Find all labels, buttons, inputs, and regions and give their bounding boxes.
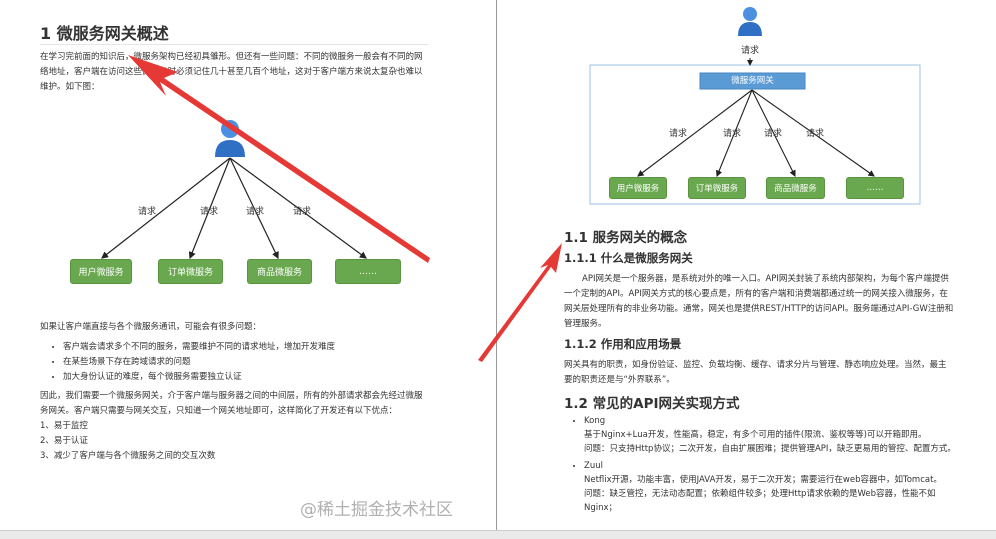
watermark: @稀土掘金技术社区 [300,500,453,520]
service-box: 订单微服务 [158,259,223,284]
right-page: 请求 微服务网关 请求 请求 请求 请求 用户微服务 订单微服务 商品微服务 …… [498,0,996,530]
subsection-heading: 1.1.2 作用和应用场景 [564,337,682,351]
section-heading: 1.1 服务网关的概念 [564,230,688,246]
request-label: 请求 [806,129,825,139]
gateway-box: 微服务网关 [731,76,774,86]
service-box: 用户微服务 [609,177,667,199]
divider [40,44,428,45]
list-item: 2、易于认证 [40,436,88,446]
implementations-list: Kong 基于Nginx+Lua开发，性能高，稳定，有多个可用的插件(限流、鉴权… [566,414,956,515]
impl-name: Kong [584,416,606,426]
impl-desc: Netflix开源，功能丰富，使用JAVA开发，易于二次开发；需要运行在web容… [584,475,942,485]
request-label: 请求 [741,46,760,56]
bottom-toolbar [0,530,996,539]
request-label: 请求 [138,207,157,217]
impl-desc: 基于Nginx+Lua开发，性能高，稳定，有多个可用的插件(限流、鉴权等等)可以… [584,430,927,440]
impl-name: Zuul [584,461,603,471]
request-label: 请求 [764,129,783,139]
impl-issue: 问题：只支持Http协议；二次开发，自由扩展困难；提供管理API，缺乏更易用的管… [584,444,956,454]
page-title: 1 微服务网关概述 [40,24,169,43]
scenario-paragraph: 网关具有的职责，如身份验证、监控、负载均衡、缓存、请求分片与管理、静态响应处理。… [564,360,947,385]
list-item: 客户端会请求多个不同的服务，需要维护不同的请求地址，增加开发难度 [63,340,335,355]
list-item: 3、减少了客户端与各个微服务之间的交互次数 [40,451,216,461]
section-heading: 1.2 常见的API网关实现方式 [564,396,740,412]
left-diagram-lines [101,120,367,260]
service-box: 订单微服务 [688,177,746,199]
request-label: 请求 [723,129,742,139]
problems-list: 客户端会请求多个不同的服务，需要维护不同的请求地址，增加开发难度 在某些场景下存… [45,340,335,385]
gateway-concept-paragraph: API网关是一个服务器，是系统对外的唯一入口。API网关封装了系统内部架构，为每… [564,274,954,329]
user-icon [738,7,762,36]
service-box: 商品微服务 [766,177,825,199]
subsection-heading: 1.1.1 什么是微服务网关 [564,251,693,265]
right-diagram-lines [589,7,921,205]
problems-intro: 如果让客户端直接与各个微服务通讯，可能会有很多问题： [40,322,262,332]
impl-issue: 问题：缺乏管控，无法动态配置；依赖组件较多；处理Http请求依赖的是Web容器，… [584,489,936,513]
user-icon [215,120,245,157]
service-box: 用户微服务 [70,259,132,284]
advantages: 1、易于监控 2、易于认证 3、减少了客户端与各个微服务之间的交互次数 [40,419,215,464]
list-item: Kong 基于Nginx+Lua开发，性能高，稳定，有多个可用的插件(限流、鉴权… [584,414,956,456]
list-item: Zuul Netflix开源，功能丰富，使用JAVA开发，易于二次开发；需要运行… [584,459,956,515]
list-item: 加大身份认证的难度，每个微服务需要独立认证 [63,370,335,385]
list-item: 1、易于监控 [40,421,88,431]
service-box: 商品微服务 [247,259,312,284]
left-page: 1 微服务网关概述 在学习完前面的知识后，微服务架构已经初具雏形。但还有一些问题… [0,0,497,530]
request-label: 请求 [669,129,688,139]
request-label: 请求 [293,207,312,217]
service-box: …… [335,259,401,284]
list-item: 在某些场景下存在跨域请求的问题 [63,355,335,370]
request-label: 请求 [200,207,219,217]
request-label: 请求 [246,207,265,217]
service-box: …… [846,177,904,199]
conclusion-paragraph: 因此，我们需要一个微服务网关，介于客户端与服务器之间的中间层，所有的外部请求都会… [40,391,423,416]
